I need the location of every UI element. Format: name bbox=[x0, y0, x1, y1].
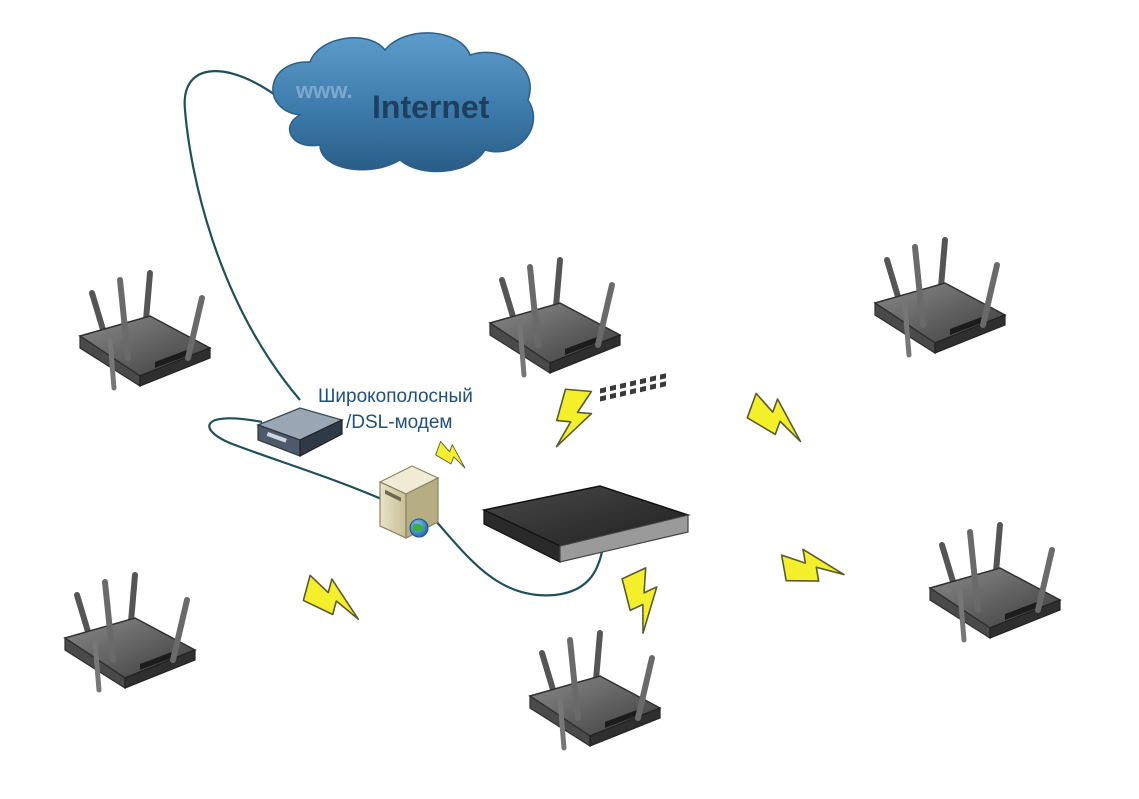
access-point-bottom-right bbox=[930, 525, 1060, 640]
wireless-link-top bbox=[553, 387, 595, 451]
network-switch-icon bbox=[481, 373, 691, 563]
access-point-top-left bbox=[80, 273, 210, 388]
modem-label-line1: Широкополосный bbox=[318, 386, 473, 407]
cable-modem-server bbox=[208, 417, 396, 507]
wireless-link-top-right bbox=[744, 390, 813, 445]
cloud-internet-label: Internet bbox=[372, 89, 490, 125]
cable-internet-modem bbox=[183, 70, 301, 401]
wireless-link-right bbox=[780, 542, 846, 588]
access-point-bottom-left bbox=[65, 575, 195, 690]
dsl-modem-icon bbox=[256, 407, 344, 457]
modem-label-line2: /DSL-модем bbox=[346, 412, 453, 433]
cable-server-switch bbox=[434, 519, 607, 597]
wireless-link-modem bbox=[434, 439, 472, 470]
access-point-top-center bbox=[490, 260, 620, 375]
wireless-link-bottom bbox=[615, 566, 673, 635]
cloud-icon: www. Internet bbox=[272, 32, 535, 173]
access-point-top-right bbox=[875, 240, 1005, 355]
access-point-bottom-center bbox=[530, 633, 660, 748]
cloud-www-text: www. bbox=[295, 78, 353, 103]
server-icon bbox=[378, 465, 440, 539]
wireless-link-left bbox=[301, 572, 368, 623]
